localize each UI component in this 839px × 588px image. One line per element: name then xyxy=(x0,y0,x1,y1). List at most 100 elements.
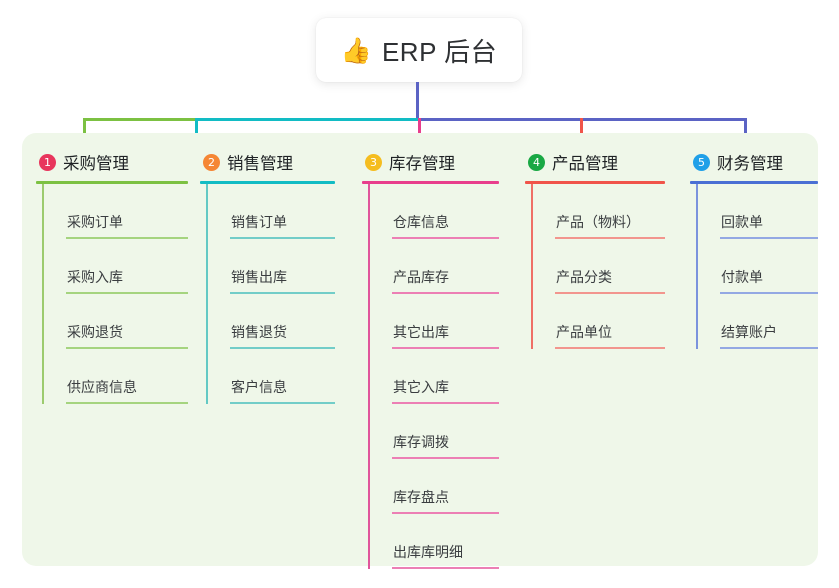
number-badge-icon: 1 xyxy=(39,153,56,171)
list-item-rule xyxy=(230,292,335,294)
list-item[interactable]: 供应商信息 xyxy=(42,349,188,404)
bus-segment-2 xyxy=(195,118,418,121)
list-item-label: 回款单 xyxy=(721,214,763,231)
list-item-label: 产品（物料） xyxy=(556,214,640,231)
list-item-rule xyxy=(230,347,335,349)
list-item-label: 采购退货 xyxy=(67,324,123,341)
column-items: 回款单付款单结算账户 xyxy=(696,184,818,349)
bus-segment-1 xyxy=(83,118,195,121)
list-item[interactable]: 采购退货 xyxy=(42,294,188,349)
column-spine xyxy=(368,184,370,569)
number-badge-icon: 3 xyxy=(365,153,382,171)
list-item-label: 库存调拨 xyxy=(393,434,449,451)
list-item-rule xyxy=(392,237,499,239)
list-item-rule xyxy=(392,567,499,569)
list-item-rule xyxy=(66,347,188,349)
list-item[interactable]: 出库库明细 xyxy=(368,514,499,569)
list-item-rule xyxy=(392,457,499,459)
column-spine xyxy=(531,184,533,349)
thumbs-up-icon: 👍 xyxy=(340,35,372,65)
list-item-label: 付款单 xyxy=(721,269,763,286)
list-item[interactable]: 仓库信息 xyxy=(368,184,499,239)
page-title: ERP 后台 xyxy=(381,36,498,67)
list-item[interactable]: 产品单位 xyxy=(531,294,665,349)
list-item-label: 销售订单 xyxy=(231,214,287,231)
list-item-rule xyxy=(555,347,665,349)
column-rule xyxy=(36,181,188,184)
list-item-label: 客户信息 xyxy=(231,379,287,396)
list-item-label: 产品分类 xyxy=(556,269,612,286)
list-item[interactable]: 其它出库 xyxy=(368,294,499,349)
list-item[interactable]: 库存盘点 xyxy=(368,459,499,514)
column-items: 产品（物料） 产品分类产品单位 xyxy=(531,184,665,349)
list-item-label: 库存盘点 xyxy=(393,489,449,506)
column-rule xyxy=(525,181,665,184)
list-item-label: 出库库明细 xyxy=(393,544,463,561)
list-item[interactable]: 回款单 xyxy=(696,184,818,239)
list-item[interactable]: 产品库存 xyxy=(368,239,499,294)
list-item[interactable]: 产品分类 xyxy=(531,239,665,294)
list-item-label: 销售出库 xyxy=(231,269,287,286)
list-item[interactable]: 结算账户 xyxy=(696,294,818,349)
list-item-rule xyxy=(392,402,499,404)
column-rule xyxy=(200,181,335,184)
column-spine xyxy=(42,184,44,404)
list-item-rule xyxy=(392,292,499,294)
list-item[interactable]: 客户信息 xyxy=(206,349,335,404)
list-item[interactable]: 销售退货 xyxy=(206,294,335,349)
drop-connector-5 xyxy=(744,118,747,146)
list-item-label: 销售退货 xyxy=(231,324,287,341)
drop-connector-1 xyxy=(83,118,86,146)
drop-connector-4 xyxy=(580,118,583,146)
column-spine xyxy=(696,184,698,349)
list-item-label: 仓库信息 xyxy=(393,214,449,231)
list-item-rule xyxy=(555,292,665,294)
list-item-rule xyxy=(392,512,499,514)
list-item-rule xyxy=(720,292,818,294)
column-title: 产品管理 xyxy=(552,155,618,173)
column-采购管理: 1 采购管理采购订单采购入库采购退货供应商信息 xyxy=(36,145,188,404)
list-item-label: 供应商信息 xyxy=(67,379,137,396)
list-item[interactable]: 销售出库 xyxy=(206,239,335,294)
root-title-card[interactable]: 👍 ERP 后台 xyxy=(316,18,522,82)
list-item[interactable]: 产品（物料） xyxy=(531,184,665,239)
list-item[interactable]: 销售订单 xyxy=(206,184,335,239)
column-财务管理: 5 财务管理回款单付款单结算账户 xyxy=(690,145,818,349)
list-item[interactable]: 其它入库 xyxy=(368,349,499,404)
list-item-rule xyxy=(66,292,188,294)
list-item[interactable]: 付款单 xyxy=(696,239,818,294)
list-item-label: 结算账户 xyxy=(721,324,777,341)
drop-connector-3 xyxy=(418,118,421,146)
list-item-rule xyxy=(720,347,818,349)
number-badge-icon: 5 xyxy=(693,153,710,171)
list-item-rule xyxy=(230,237,335,239)
column-header-1[interactable]: 1 采购管理 xyxy=(36,145,188,179)
list-item-rule xyxy=(720,237,818,239)
list-item-label: 其它出库 xyxy=(393,324,449,341)
list-item-label: 采购入库 xyxy=(67,269,123,286)
column-items: 采购订单采购入库采购退货供应商信息 xyxy=(42,184,188,404)
list-item[interactable]: 采购入库 xyxy=(42,239,188,294)
column-title: 采购管理 xyxy=(63,155,129,173)
column-spine xyxy=(206,184,208,404)
column-title: 财务管理 xyxy=(717,155,783,173)
list-item-rule xyxy=(230,402,335,404)
list-item-rule xyxy=(555,237,665,239)
list-item[interactable]: 库存调拨 xyxy=(368,404,499,459)
list-item[interactable]: 采购订单 xyxy=(42,184,188,239)
column-rule xyxy=(362,181,499,184)
list-item-label: 采购订单 xyxy=(67,214,123,231)
column-title: 销售管理 xyxy=(227,155,293,173)
drop-connector-2 xyxy=(195,118,198,146)
list-item-rule xyxy=(66,402,188,404)
column-items: 销售订单销售出库销售退货客户信息 xyxy=(206,184,335,404)
list-item-label: 其它入库 xyxy=(393,379,449,396)
column-header-5[interactable]: 5 财务管理 xyxy=(690,145,818,179)
list-item-label: 产品单位 xyxy=(556,324,612,341)
